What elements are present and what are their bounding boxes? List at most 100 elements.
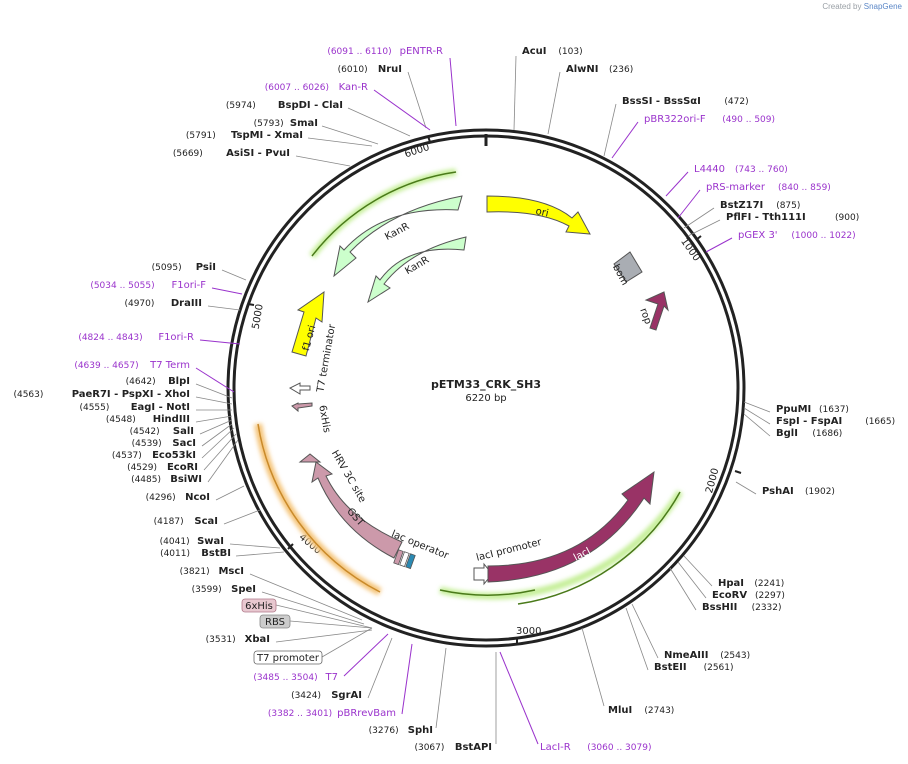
primer-label[interactable]: T7 Term [149,360,190,371]
site-label[interactable]: SwaI [197,536,224,547]
primer-label[interactable]: pBR322ori-F [644,114,706,125]
feature-lac-operator[interactable] [393,549,416,570]
feature-hrv-3c-site[interactable] [298,453,322,463]
site-label[interactable]: BstBI [201,548,231,559]
feature-6xhis-label: 6xHis [316,404,332,433]
site-label[interactable]: BssSI - BssSαI [622,96,701,107]
site-label[interactable]: NcoI [185,492,210,503]
site-label[interactable]: BsiWI [170,474,202,485]
primer-position: (3382 .. 3401) [268,709,332,719]
tick-marks [247,135,742,643]
site-label[interactable]: SpeI [231,584,256,595]
feature-t7-terminator[interactable] [288,382,311,395]
primer-position: (3485 .. 3504) [253,673,317,683]
site-position: (4485) [131,475,161,485]
feature-f1-ori[interactable] [291,290,325,357]
site-label[interactable]: SacI [172,438,196,449]
primer-label[interactable]: pBRrevBam [337,708,396,719]
site-label[interactable]: BspDI - ClaI [278,100,343,111]
primer-label[interactable]: F1ori-R [158,332,194,343]
feature-kanr-1[interactable] [333,195,463,278]
feature-gst[interactable] [311,461,403,559]
tick-label-6000: 6000 [403,142,431,160]
feature-kanr-2[interactable] [367,236,467,304]
primer-position: (490 .. 509) [722,115,775,125]
site-position: (4970) [124,299,154,309]
site-label[interactable]: SphI [408,725,433,736]
primer-label[interactable]: pENTR-R [400,46,443,57]
feature-bom[interactable] [613,251,643,283]
primer-label[interactable]: LacI-R [540,742,571,753]
site-label[interactable]: BstAPI [455,742,492,753]
site-label[interactable]: PaeR7I - PspXI - XhoI [72,389,190,400]
feature-kanr-1-label: KanR [383,221,411,243]
site-label[interactable]: BlpI [168,376,190,387]
site-position: (6010) [338,65,368,75]
site-label[interactable]: TspMI - XmaI [231,130,303,141]
site-position: (4041) [160,537,190,547]
primer-position: (5034 .. 5055) [90,281,154,291]
site-position: (5095) [152,263,182,273]
site-label[interactable]: EcoRV [712,590,747,601]
site-label[interactable]: FspI - FspAI [776,416,842,427]
feature-laci[interactable] [487,470,655,583]
site-label[interactable]: DraIII [171,298,202,309]
site-label[interactable]: BstZ17I [720,200,763,211]
primer-label[interactable]: L4440 [694,164,725,175]
site-position: (5669) [173,149,203,159]
boxed-feature-label[interactable]: 6xHis [245,601,273,612]
site-label[interactable]: BglI [776,428,798,439]
orf-kanr-line [311,171,457,257]
site-label[interactable]: AcuI [522,46,547,57]
plasmid-name: pETM33_CRK_SH3 [431,378,541,391]
site-position: (4548) [106,415,136,425]
primer-label[interactable]: Kan-R [339,82,368,93]
site-position: (2332) [752,603,782,613]
site-label[interactable]: PsiI [196,262,216,273]
primer-label[interactable]: pGEX 3' [738,230,778,241]
site-label[interactable]: XbaI [245,634,270,645]
site-position: (4296) [146,493,176,503]
site-label[interactable]: PshAI [762,486,794,497]
boxed-feature-label[interactable]: T7 promoter [256,653,320,664]
feature-ori[interactable] [486,195,591,235]
primer-position: (743 .. 760) [735,165,788,175]
site-position: (4187) [154,517,184,527]
site-position: (4011) [160,549,190,559]
boxed-feature-label[interactable]: RBS [265,617,285,628]
site-label[interactable]: BstEII [654,662,687,673]
orf-laci-line-a [439,589,536,596]
site-label[interactable]: HindIII [153,414,190,425]
feature-6xhis[interactable] [291,402,313,413]
site-position: (4529) [127,463,157,473]
site-label[interactable]: SmaI [290,118,318,129]
site-label[interactable]: HpaI [718,578,744,589]
site-label[interactable]: AsiSI - PvuI [226,148,290,159]
site-label[interactable]: MscI [218,566,244,577]
site-label[interactable]: EagI - NotI [131,402,190,413]
site-label[interactable]: NmeAIII [664,650,708,661]
site-label[interactable]: SalI [173,426,194,437]
site-label[interactable]: EcoRI [167,462,198,473]
site-label[interactable]: AlwNI [566,64,599,75]
primer-position: (4824 .. 4843) [78,333,142,343]
site-label[interactable]: NruI [378,64,402,75]
site-label[interactable]: ScaI [194,516,218,527]
site-position: (2743) [644,706,674,716]
site-labels: AcuI(103)AlwNI(236)BssSI - BssSαI(472)pB… [13,46,895,753]
site-label[interactable]: MluI [608,705,632,716]
site-position: (4563) [13,390,43,400]
site-label[interactable]: PpuMI [776,404,811,415]
site-label[interactable]: PflFI - Tth111I [726,212,806,223]
site-position: (2561) [704,663,734,673]
site-label[interactable]: SgrAI [331,690,362,701]
boxed-feature-label-bg [253,650,323,665]
site-position: (472) [724,97,748,107]
primer-label[interactable]: pRS-marker [706,182,766,193]
site-label[interactable]: Eco53kI [152,450,196,461]
site-label[interactable]: BssHII [702,602,737,613]
primer-label[interactable]: F1ori-F [172,280,207,291]
primer-label[interactable]: T7 [325,672,338,683]
site-position: (4555) [79,403,109,413]
feature-rop[interactable] [644,291,669,331]
